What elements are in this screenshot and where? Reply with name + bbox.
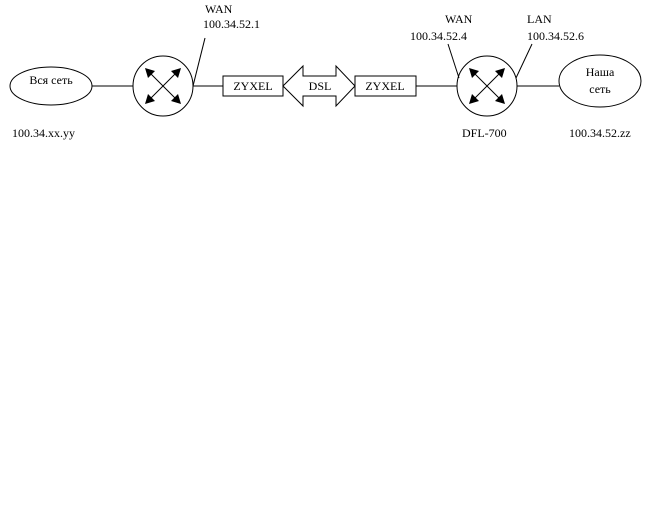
right-lan-pointer: [515, 43, 533, 79]
right-modem-box: ZYXEL: [354, 75, 417, 97]
right-cloud-label-line1: Наша: [586, 65, 615, 79]
right-lan-address: 100.34.52.6: [527, 29, 584, 43]
left-modem-label: ZYXEL: [233, 79, 272, 93]
left-wan-label: WAN: [205, 2, 233, 16]
right-cloud-address: 100.34.52.zz: [569, 126, 631, 140]
right-cloud-label-line2: сеть: [589, 82, 611, 96]
dsl-link-arrow: DSL: [282, 64, 356, 108]
left-wan-pointer: [192, 37, 206, 87]
left-cloud-address: 100.34.xx.yy: [12, 126, 75, 140]
right-modem-label: ZYXEL: [365, 79, 404, 93]
right-network-cloud: Наша сеть: [558, 54, 642, 108]
right-router-name: DFL-700: [462, 126, 507, 140]
left-modem-box: ZYXEL: [222, 75, 284, 97]
right-router: [456, 55, 518, 117]
dsl-label: DSL: [309, 79, 332, 93]
router-icon: [145, 68, 181, 104]
right-wan-label: WAN: [445, 12, 473, 26]
right-wan-pointer: [447, 43, 460, 79]
router-icon: [469, 68, 505, 104]
left-cloud-label: Вся сеть: [29, 73, 73, 87]
left-network-cloud: Вся сеть: [9, 66, 93, 106]
right-lan-label: LAN: [527, 12, 552, 26]
right-wan-address: 100.34.52.4: [410, 29, 467, 43]
left-router: [132, 55, 194, 117]
left-wan-address: 100.34.52.1: [203, 17, 260, 31]
